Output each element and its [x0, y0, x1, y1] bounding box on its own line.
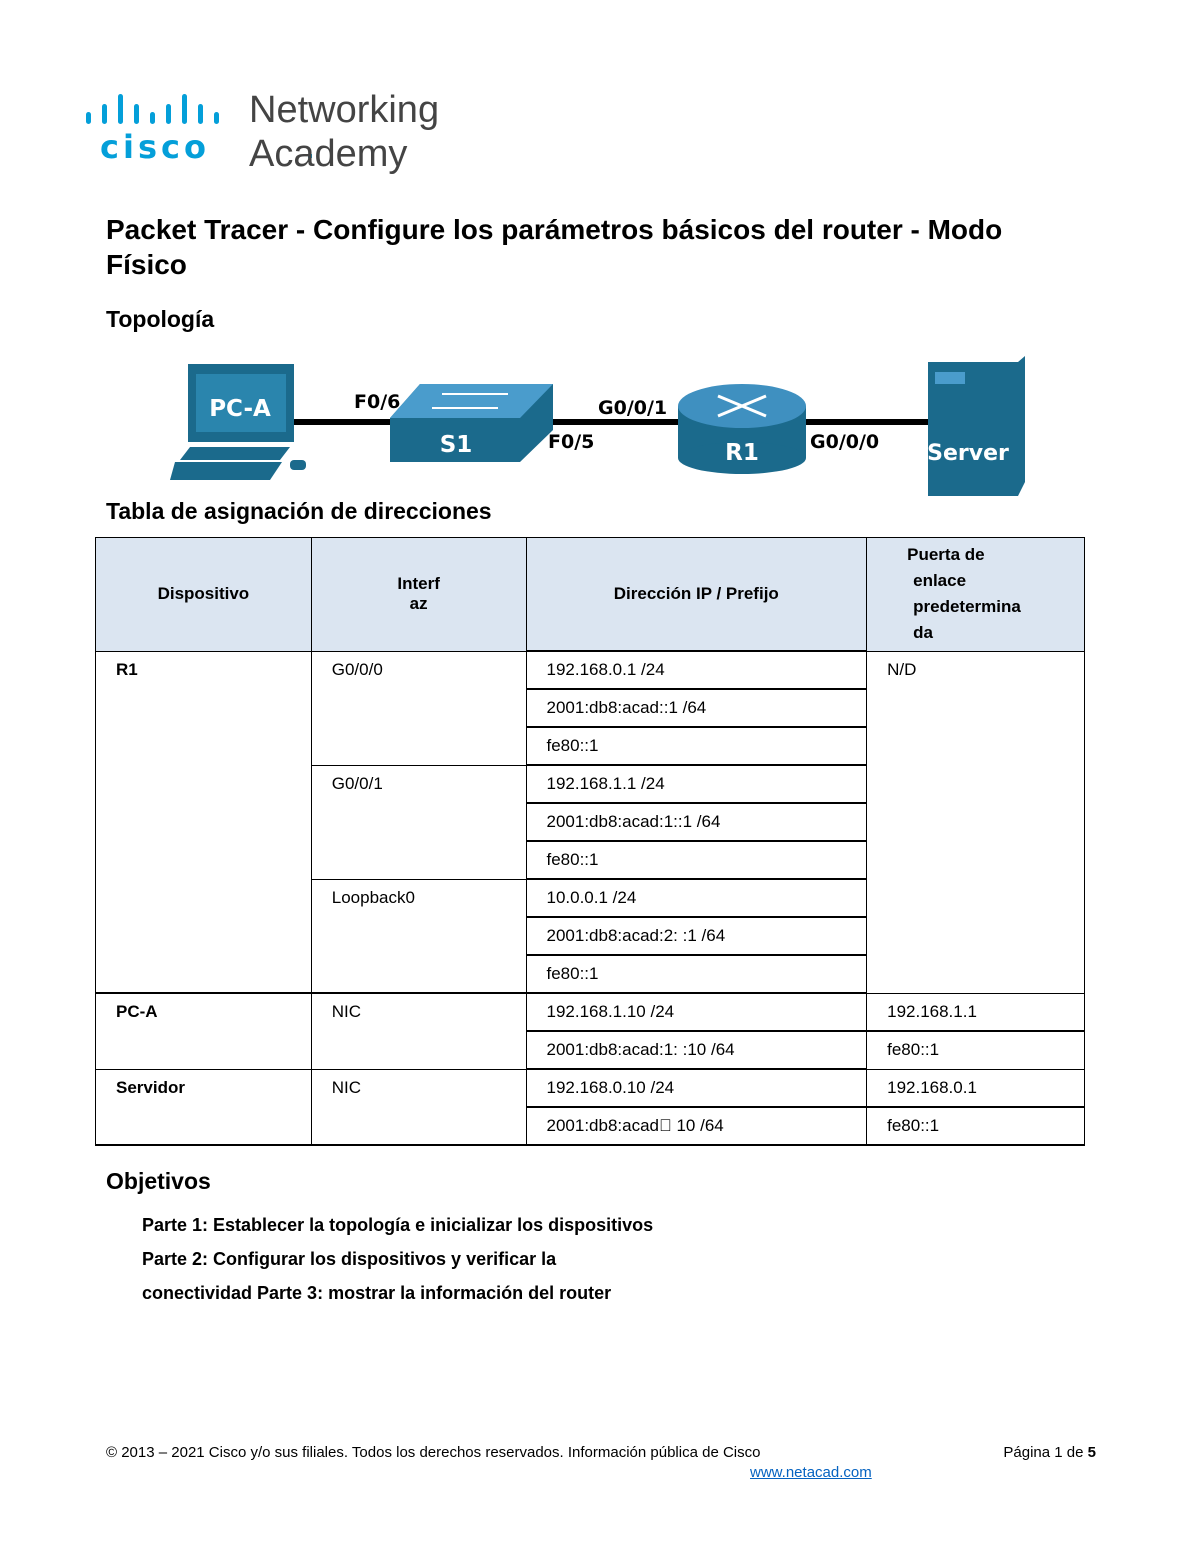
header-device: Dispositivo [95, 537, 312, 652]
table-row: 2001:db8:acad::1 /64 [96, 688, 1085, 727]
cisco-networking-academy-logo: cisco Networking Academy [86, 88, 466, 178]
cell-ip: 10.0.0.1 /24 [525, 878, 868, 917]
cell-ip: 192.168.0.10 /24 [525, 1068, 868, 1107]
topology-diagram: PC-A S1 R1 Server F0/6 F0/5 G0/0/1 G0/0/… [170, 356, 1025, 496]
page-prefix: Página [1003, 1444, 1051, 1461]
table-row: fe80::1 [96, 954, 1085, 993]
cisco-dot [308, 154, 312, 158]
cell-gateway: 192.168.1.1 [866, 992, 1085, 1031]
table-row: fe80::1 [96, 840, 1085, 879]
device-label-r1: R1 [725, 440, 759, 466]
page-number: Página 1 de 5 [1003, 1444, 1096, 1461]
product-line-1: Networking [249, 89, 440, 131]
link-label-g000: G0/0/0 [810, 431, 879, 453]
header-gateway-l1: Puerta de [907, 545, 985, 565]
copyright-notice: © 2013 – 2021 Cisco y/o sus filiales. To… [106, 1444, 761, 1461]
device-label-server: Server [927, 441, 1009, 466]
device-label-s1: S1 [440, 432, 473, 458]
objective-line-3: conectividad Parte 3: mostrar la informa… [142, 1283, 612, 1303]
product-name: Networking Academy [249, 88, 439, 176]
cell-ip: fe80::1 [525, 954, 868, 993]
page-total: 5 [1087, 1444, 1096, 1461]
section-topology-heading: Topología [106, 306, 215, 332]
header-interface-l2: az [409, 594, 428, 614]
page-current: 1 [1054, 1444, 1063, 1461]
pc-icon [170, 364, 306, 480]
table-row: Loopback0 10.0.0.1 /24 [96, 878, 1085, 993]
cell-ip: 192.168.0.1 /24 [525, 650, 868, 689]
cell-device-pca: PC-A [95, 992, 312, 1069]
cell-ip: fe80::1 [525, 726, 868, 765]
link-label-f06: F0/6 [354, 391, 400, 413]
product-line-2: Academy [249, 133, 408, 175]
header-gateway-l4: da [913, 623, 933, 643]
cell-ip: 2001:db8:acad 10 /64 [525, 1106, 868, 1146]
cell-gateway: 192.168.0.1 [866, 1068, 1085, 1107]
cell-ip: 2001:db8:acad:2: :1 /64 [525, 916, 868, 955]
table-row: PC-A NIC 192.168.1.10 /24 192.168.1.1 [95, 992, 1085, 1069]
link-label-f05: F0/5 [548, 431, 594, 453]
addressing-table: Dispositivo Interf az Dirección IP / Pre… [95, 537, 1085, 1146]
cell-iface-g000: G0/0/0 [310, 650, 527, 765]
server-icon [928, 356, 1025, 496]
table-row: R1 G0/0/0 192.168.0.1 /24 N/D [95, 650, 1085, 993]
cell-device-server: Servidor [95, 1068, 312, 1146]
cell-ip: 2001:db8:acad::1 /64 [525, 688, 868, 727]
cisco-bars-icon [86, 94, 219, 124]
table-row: G0/0/1 192.168.1.1 /24 [96, 764, 1085, 879]
table-row: 2001:db8:acad:2: :1 /64 [96, 916, 1085, 955]
cell-ip: 2001:db8:acad:1: :10 /64 [525, 1030, 868, 1069]
table-row: 2001:db8:acad 10 /64 fe80::1 [96, 1106, 1085, 1146]
objective-line-2: Parte 2: Configurar los dispositivos y v… [142, 1249, 557, 1269]
header-interface-l1: Interf [397, 574, 440, 594]
cell-ip: 192.168.1.10 /24 [525, 992, 868, 1031]
objectives-list: Parte 1: Establecer la topología e inici… [142, 1208, 653, 1310]
table-row: 2001:db8:acad:1::1 /64 [96, 802, 1085, 841]
page-title: Packet Tracer - Configure los parámetros… [106, 214, 1003, 280]
section-address-table-heading: Tabla de asignación de direcciones [106, 498, 492, 524]
header-gateway-l2: enlace [913, 571, 967, 591]
table-row: 2001:db8:acad:1: :10 /64 fe80::1 [96, 1030, 1085, 1069]
cell-ip: 2001:db8:acad:1::1 /64 [525, 802, 868, 841]
page-of: de [1066, 1444, 1084, 1461]
table-header-row: Dispositivo Interf az Dirección IP / Pre… [95, 537, 1085, 652]
cell-iface-g001: G0/0/1 [310, 764, 527, 879]
cell-gateway-r1: N/D [866, 650, 1085, 993]
table-row: Servidor NIC 192.168.0.10 /24 192.168.0.… [95, 1068, 1085, 1146]
cell-gateway: fe80::1 [866, 1030, 1085, 1069]
section-objectives-heading: Objetivos [106, 1168, 211, 1194]
device-label-pca: PC-A [209, 396, 271, 422]
cell-iface-loopback0: Loopback0 [310, 878, 527, 993]
objective-line-1: Parte 1: Establecer la topología e inici… [142, 1215, 654, 1235]
cell-ip: 192.168.1.1 /24 [525, 764, 868, 803]
cell-device-r1: R1 [95, 650, 312, 993]
cell-gateway: fe80::1 [866, 1106, 1085, 1146]
router-icon [678, 384, 806, 474]
cell-ip: fe80::1 [525, 840, 868, 879]
link-label-g001: G0/0/1 [598, 397, 667, 419]
header-interface: Interf az [310, 537, 527, 652]
header-ip-prefix: Dirección IP / Prefijo [525, 537, 868, 652]
header-gateway-l3: predetermina [913, 597, 1021, 617]
switch-icon [390, 384, 553, 462]
cisco-wordmark: cisco [100, 128, 210, 166]
table-row: fe80::1 [96, 726, 1085, 765]
cell-iface-server: NIC [310, 1068, 527, 1146]
cell-iface-pca: NIC [310, 992, 527, 1069]
netacad-link[interactable]: www.netacad.com [750, 1464, 872, 1481]
header-gateway: Puerta de enlace predetermina da [866, 537, 1085, 652]
